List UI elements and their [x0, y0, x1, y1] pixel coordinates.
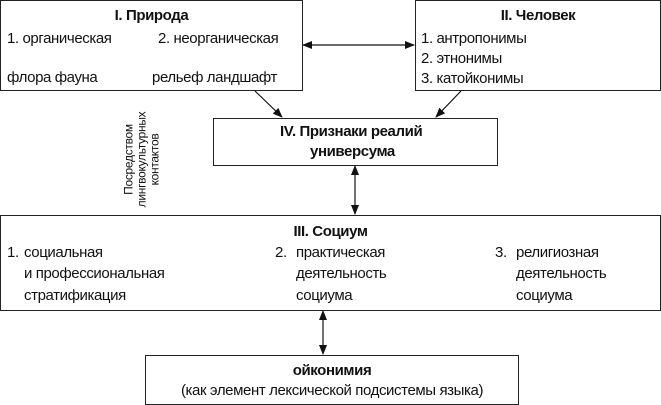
inorganic-label: 2. неорганическая [158, 30, 279, 47]
human-box: II. Человек 1. антропонимы 2. этнонимы 3… [415, 0, 661, 91]
organic-items: флора фауна [7, 69, 98, 86]
society-line: социальная [24, 244, 103, 261]
society-line: стратификация [24, 287, 126, 304]
arrow-human-signs [435, 90, 462, 118]
oikonymy-subtitle: (как элемент лексической подсистемы язык… [180, 382, 484, 399]
arrow-nature-signs [254, 90, 283, 118]
inorganic-items: рельеф ландшафт [152, 69, 277, 86]
side-label: Посредством лингвокультурных контактов [122, 100, 162, 220]
society-num: 2. [275, 244, 287, 261]
society-num: 1. [7, 244, 19, 261]
oikonymy-title: ойконимия [292, 362, 372, 379]
society-line: практическая [296, 244, 386, 261]
nature-box: I. Природа 1. органическая 2. неорганиче… [0, 0, 303, 91]
side-label-line: контактов [147, 133, 162, 186]
society-line: деятельность [516, 265, 607, 282]
organic-label: 1. органическая [7, 30, 112, 47]
society-line: и профессиональная [24, 265, 165, 282]
nature-title: I. Природа [114, 7, 189, 24]
oikonymy-box: ойконимия (как элемент лексической подси… [145, 355, 519, 405]
society-title: III. Социум [293, 223, 368, 240]
human-title: II. Человек [500, 7, 576, 24]
society-line: социума [296, 287, 353, 304]
signs-line2: универсума [310, 143, 395, 160]
human-item: 3. катойконимы [421, 70, 524, 87]
signs-line1: IV. Признаки реалий [280, 123, 423, 140]
human-item: 2. этнонимы [421, 50, 502, 67]
society-line: деятельность [296, 265, 387, 282]
society-line: социума [516, 287, 573, 304]
human-item: 1. антропонимы [421, 30, 527, 47]
society-num: 3. [495, 244, 507, 261]
signs-box: IV. Признаки реалий универсума [213, 118, 498, 166]
society-box: III. Социум 1. социальная и профессионал… [0, 215, 661, 311]
society-line: религиозная [516, 244, 599, 261]
